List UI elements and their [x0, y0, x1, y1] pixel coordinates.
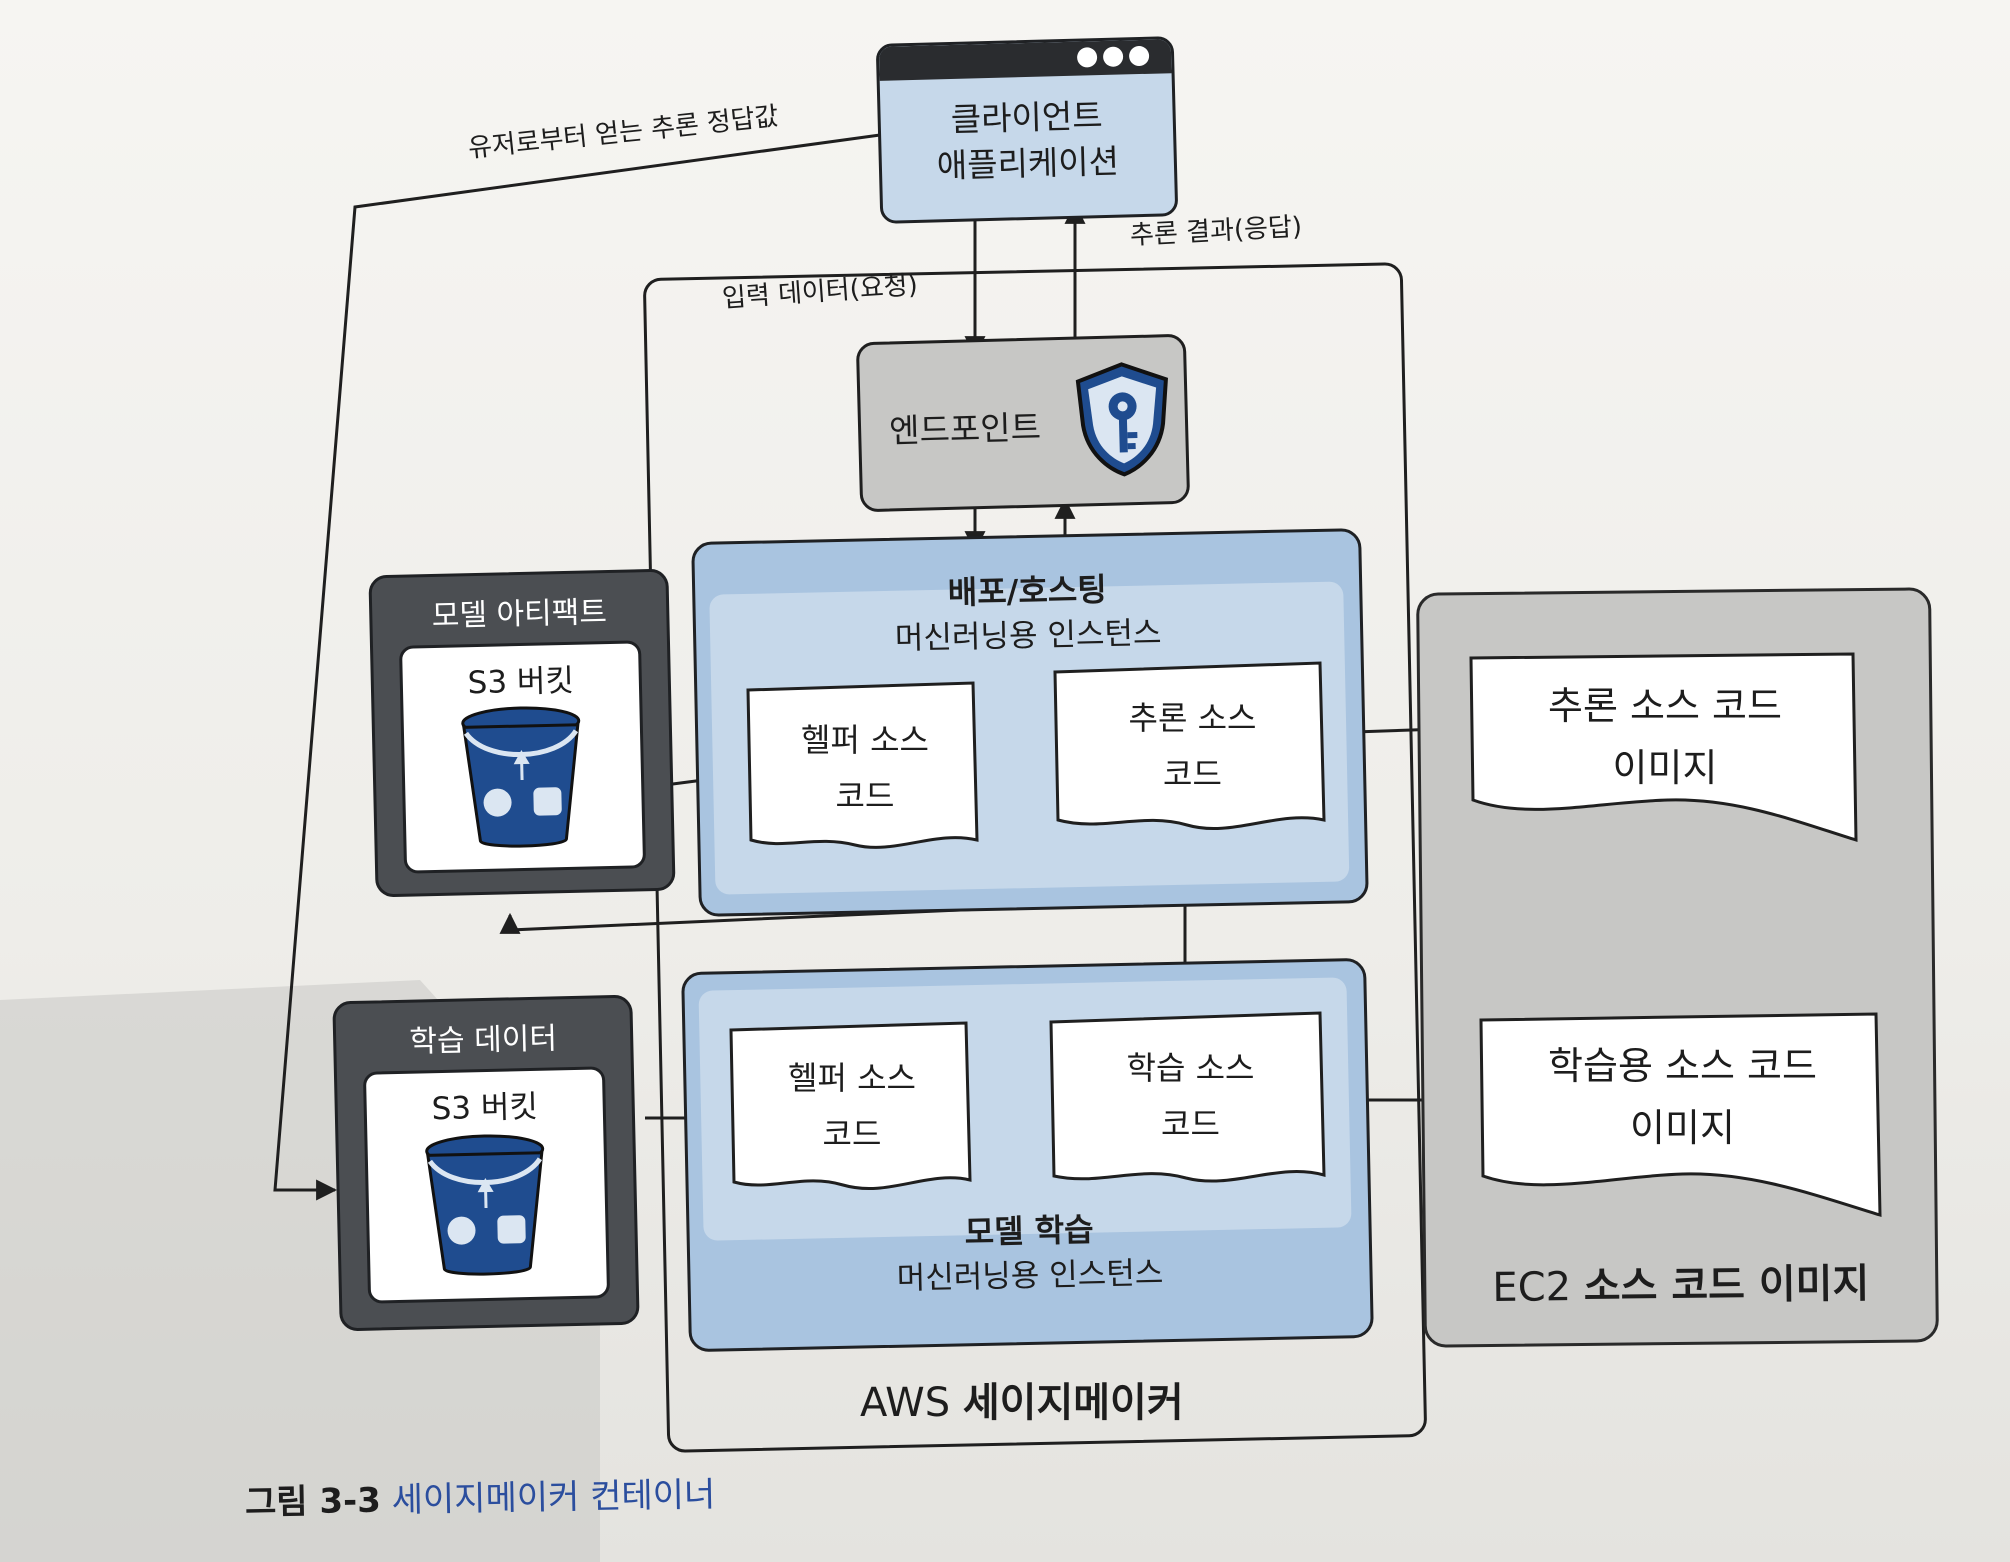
inference-code-line2: 코드 — [1163, 755, 1222, 793]
shield-key-icon — [1075, 362, 1168, 477]
model-artifact-bucket: 모델 아티팩트 S3 버킷 — [368, 568, 676, 898]
client-line2: 애플리케이션 — [936, 141, 1120, 186]
training-image-line1: 학습용 소스 코드 — [1548, 1044, 1817, 1088]
inference-code-line1: 추론 소스 — [1128, 699, 1257, 737]
training-data-bucket: 학습 데이터 S3 버킷 — [332, 994, 640, 1332]
training-code-doc — [1049, 1011, 1326, 1183]
endpoint: 엔드포인트 — [855, 333, 1191, 513]
train-helper-line1: 헬퍼 소스 — [788, 1059, 916, 1097]
inference-image-line2: 이미지 — [1612, 746, 1718, 790]
caption-number: 그림 3-3 — [244, 1480, 382, 1523]
inference-image-text: 추론 소스 코드 이미지 — [1490, 675, 1840, 799]
training-to-artifact-arrow — [499, 898, 1187, 1010]
train-helper-text: 헬퍼 소스 코드 — [752, 1050, 952, 1162]
deploy-helper-line2: 코드 — [835, 777, 895, 815]
caption-text: 세이지메이커 컨테이너 — [391, 1474, 716, 1521]
deploy-helper-line1: 헬퍼 소스 — [801, 721, 929, 759]
client-application: 클라이언트 애플리케이션 — [875, 36, 1179, 224]
deploy-helper-doc — [746, 681, 979, 849]
sagemaker-label: AWS 세이지메이커 — [860, 1370, 1184, 1428]
sagemaker-label-prefix: AWS — [860, 1380, 951, 1426]
artifact-title: 모델 아티팩트 — [431, 595, 608, 635]
training-image-line2: 이미지 — [1630, 1106, 1735, 1150]
client-line1: 클라이언트 — [950, 96, 1104, 139]
train-helper-line2: 코드 — [822, 1115, 882, 1153]
training-image-text: 학습용 소스 코드 이미지 — [1495, 1035, 1870, 1159]
training-code-line1: 학습 소스 — [1126, 1049, 1255, 1087]
training-bucket-label: S3 버킷 — [431, 1088, 539, 1128]
ec2-label-bold: 소스 코드 이미지 — [1583, 1261, 1870, 1310]
endpoint-label: 엔드포인트 — [888, 407, 1042, 451]
training-code-text: 학습 소스 코드 — [1078, 1040, 1303, 1152]
browser-dots-icon — [1071, 45, 1150, 72]
training-data-title: 학습 데이터 — [409, 1021, 558, 1060]
sagemaker-label-bold: 세이지메이커 — [962, 1380, 1184, 1426]
artifact-bucket-label: S3 버킷 — [467, 662, 575, 702]
inference-image-line1: 추론 소스 코드 — [1548, 684, 1782, 728]
training-code-line2: 코드 — [1161, 1105, 1220, 1143]
inference-code-text: 추론 소스 코드 — [1080, 690, 1305, 802]
inference-code-doc — [1053, 661, 1326, 830]
training-image-doc — [1479, 1012, 1882, 1218]
train-helper-doc — [729, 1021, 972, 1190]
ground-truth-arrow — [273, 133, 881, 1201]
ec2-label-prefix: EC2 — [1492, 1264, 1572, 1311]
s3-bucket-icon — [425, 1134, 545, 1276]
s3-bucket-icon — [461, 706, 581, 848]
inference-image-doc — [1469, 652, 1858, 843]
figure-caption: 그림 3-3 세이지메이커 컨테이너 — [245, 1467, 716, 1524]
deploy-helper-text: 헬퍼 소스 코드 — [770, 712, 960, 824]
ec2-label: EC2 소스 코드 이미지 — [1426, 1250, 1936, 1313]
